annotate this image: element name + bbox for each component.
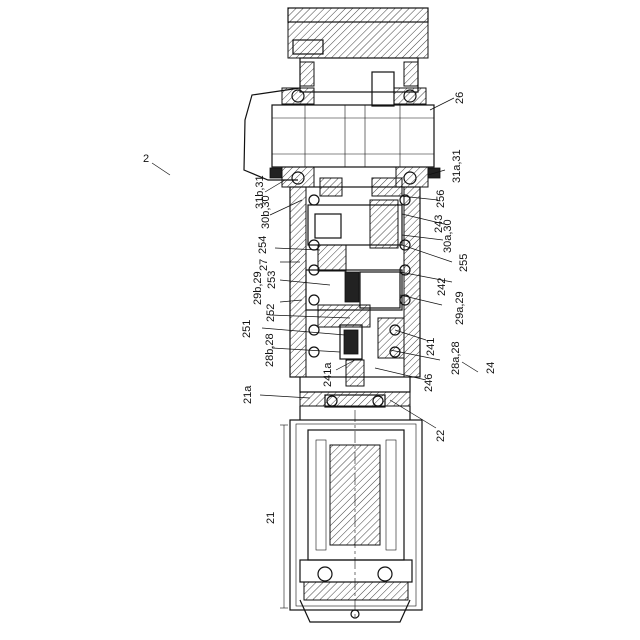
label-27: 27 bbox=[258, 259, 270, 271]
label-26: 26 bbox=[454, 92, 466, 104]
bearing-31 bbox=[270, 167, 440, 187]
label-241: 241 bbox=[425, 338, 437, 356]
label-253: 253 bbox=[266, 271, 278, 289]
label-256: 256 bbox=[435, 190, 447, 208]
label-252: 252 bbox=[265, 304, 277, 322]
label-29a29: 29a,29 bbox=[454, 291, 466, 325]
label-254: 254 bbox=[257, 236, 269, 254]
label-21: 21 bbox=[265, 512, 277, 524]
label-21a: 21a bbox=[242, 385, 254, 404]
label-28a28: 28a,28 bbox=[450, 341, 462, 375]
label-fig-ref-2: 2 bbox=[143, 153, 149, 165]
label-30b30: 30b,30 bbox=[260, 195, 272, 229]
label-251: 251 bbox=[241, 320, 253, 338]
label-241a: 241a bbox=[322, 362, 334, 387]
label-assembly-24: 24 bbox=[485, 362, 497, 374]
label-29b29: 29b,29 bbox=[252, 271, 264, 305]
label-242: 242 bbox=[436, 278, 448, 296]
gear-housing-27 bbox=[290, 178, 420, 386]
label-246: 246 bbox=[423, 374, 435, 392]
label-22: 22 bbox=[435, 430, 447, 442]
label-30a30: 30a,30 bbox=[442, 219, 454, 253]
output-shaft-26 bbox=[272, 88, 434, 167]
label-31a31: 31a,31 bbox=[451, 149, 463, 183]
motor-21 bbox=[290, 410, 422, 622]
label-255: 255 bbox=[458, 254, 470, 272]
label-28b28: 28b,28 bbox=[264, 333, 276, 367]
